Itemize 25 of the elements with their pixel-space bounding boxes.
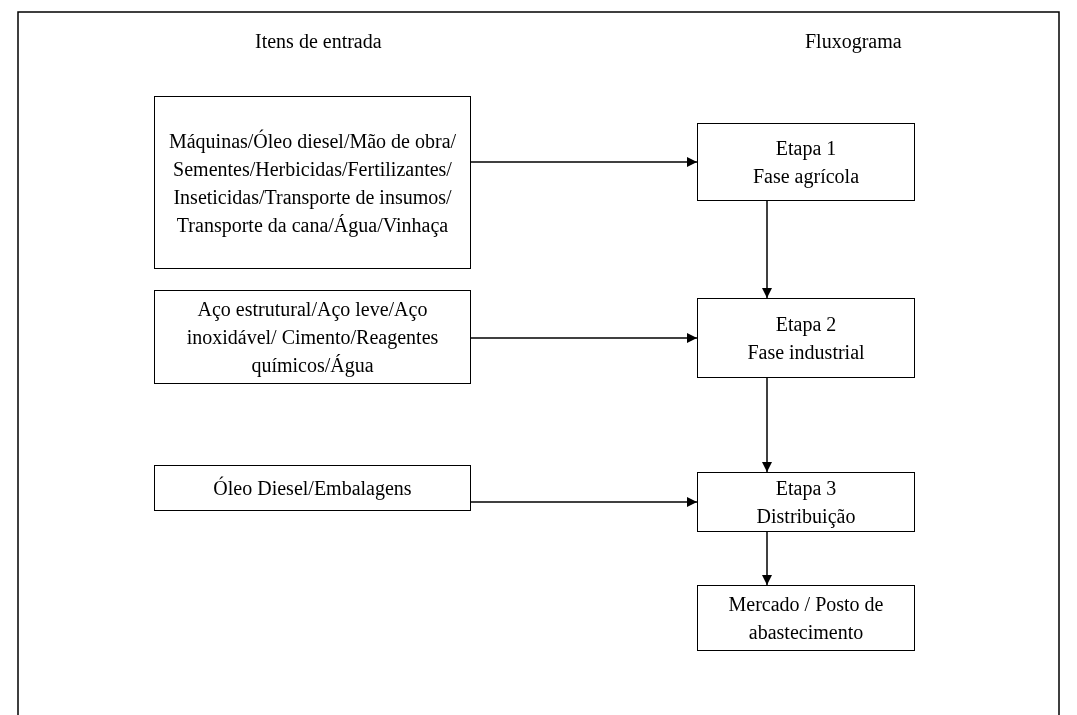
arrow (470, 333, 698, 343)
box-text: Óleo Diesel/Embalagens (213, 475, 412, 502)
stage-title: Etapa 2 (775, 312, 837, 338)
process-stage-box (697, 123, 915, 201)
box-text: Máquinas/Óleo diesel/Mão de obra/ Sementes/Herbicidas/Fertilizantes/ Inseticidas/Transporte de insumos/ Transporte da cana/Água/Vinhaça (167, 128, 458, 239)
box-text: Distribuição (756, 504, 856, 530)
arrow (470, 157, 698, 167)
column-heading: Itens de entrada (255, 30, 382, 53)
input-items-box (154, 96, 471, 269)
stage-title: Etapa 3 (775, 476, 837, 502)
arrow (762, 531, 772, 586)
input-items-box (154, 290, 471, 384)
process-stage-box (697, 298, 915, 378)
stage-title: Etapa 1 (775, 136, 837, 162)
destination-box (697, 585, 915, 651)
process-stage-box (697, 472, 915, 532)
arrow (762, 200, 772, 299)
input-items-box (154, 465, 471, 511)
box-text: Fase agrícola (752, 164, 860, 190)
box-text: Aço estrutural/Aço leve/Aço inoxidável/ Cimento/Reagentes químicos/Água (185, 297, 440, 379)
column-heading: Fluxograma (805, 30, 902, 53)
arrow (470, 497, 698, 507)
box-text: Fase industrial (747, 340, 865, 365)
arrow (762, 377, 772, 473)
box-text: Mercado / Posto de abastecimento (727, 592, 885, 645)
